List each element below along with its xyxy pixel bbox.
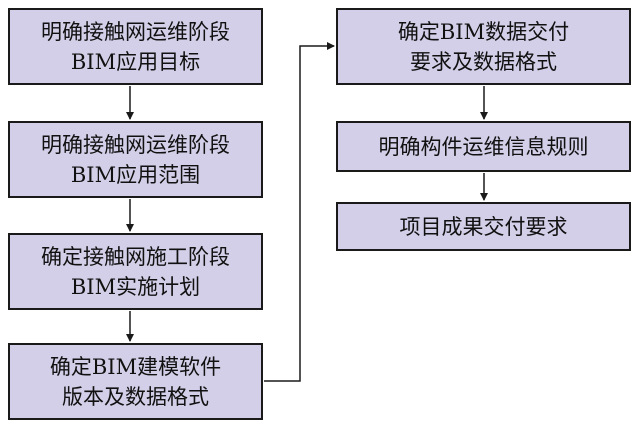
step-software-version: 确定BIM建模软件 版本及数据格式: [8, 343, 263, 420]
step-define-goals: 明确接触网运维阶段 BIM应用目标: [8, 8, 263, 85]
step-delivery-requirements: 确定BIM数据交付 要求及数据格式: [336, 8, 631, 85]
step-text-line: 要求及数据格式: [410, 49, 557, 74]
step-text-line: BIM应用范围: [70, 162, 201, 187]
step-text-line: 确定BIM建模软件: [49, 354, 222, 379]
step-text-line: BIM实施计划: [70, 274, 201, 299]
step-text-line: 确定BIM数据交付: [397, 19, 570, 44]
step-text-line: 项目成果交付要求: [399, 214, 568, 239]
step-define-scope: 明确接触网运维阶段 BIM应用范围: [8, 121, 263, 198]
step-text-line: 确定接触网施工阶段: [41, 244, 230, 269]
step-text-line: 明确接触网运维阶段: [41, 132, 230, 157]
step-implementation-plan: 确定接触网施工阶段 BIM实施计划: [8, 233, 263, 310]
step-text-line: 版本及数据格式: [62, 384, 209, 409]
step-text-line: 明确接触网运维阶段: [41, 19, 230, 44]
step-text-line: 明确构件运维信息规则: [378, 134, 589, 159]
step-text-line: BIM应用目标: [70, 49, 201, 74]
arrow-software-to-delivery: [264, 42, 335, 382]
step-project-deliverables: 项目成果交付要求: [336, 202, 631, 251]
step-component-info-rules: 明确构件运维信息规则: [336, 121, 631, 172]
